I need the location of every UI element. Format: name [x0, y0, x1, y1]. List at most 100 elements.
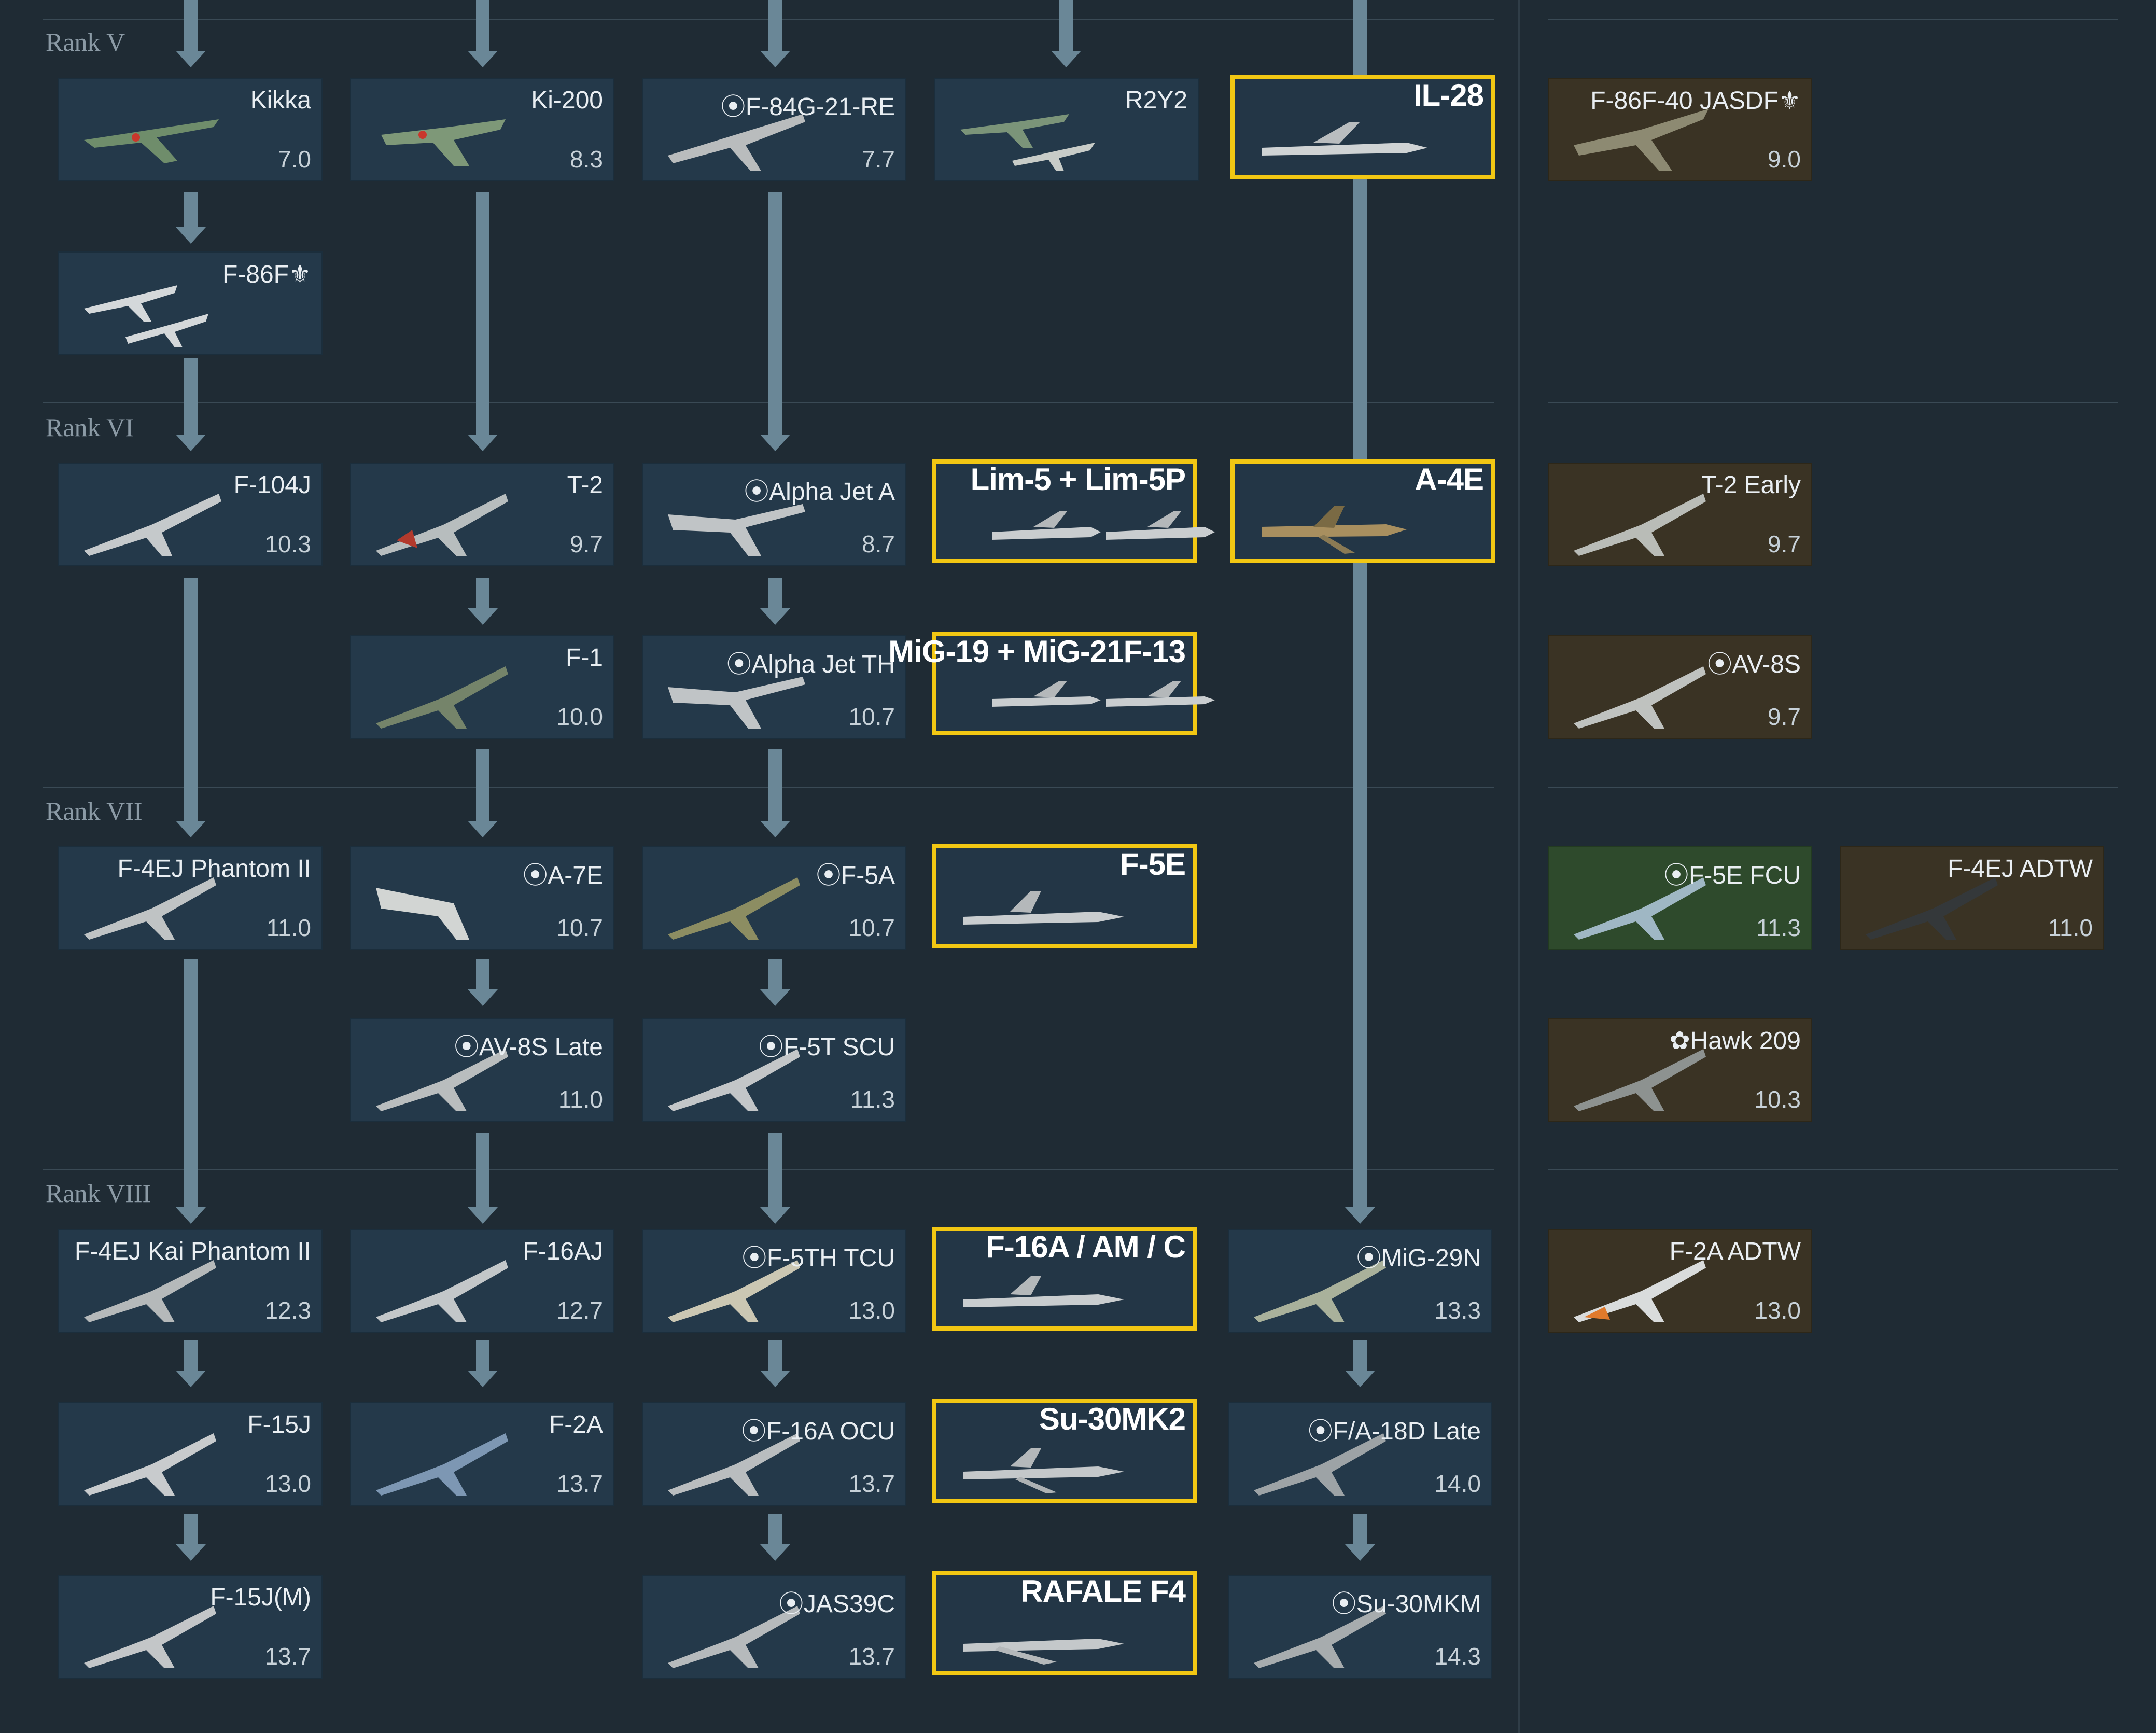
vehicle-card-rafale-f4[interactable]: RAFALE F4: [932, 1571, 1197, 1675]
aircraft-thumbnail-icon: [1254, 1606, 1386, 1668]
tree-arrow: [176, 358, 206, 451]
vehicle-name: F-2A ADTW: [1669, 1238, 1801, 1265]
aircraft-thumbnail-icon: [1254, 1433, 1386, 1496]
vehicle-card-kikka[interactable]: Kikka 7.0: [58, 78, 323, 181]
tree-arrow: [176, 0, 206, 67]
vehicle-card-f-4ej-adtw[interactable]: F-4EJ ADTW 11.0: [1840, 846, 2104, 950]
aircraft-thumbnail-icon: [1574, 1260, 1706, 1322]
vehicle-card-f-86f[interactable]: F-86F⚜: [58, 251, 323, 355]
vehicle-card-f-4ej-phantom-ii[interactable]: F-4EJ Phantom II 11.0: [58, 846, 323, 950]
vehicle-name: ⦿Alpha Jet TH: [726, 651, 895, 678]
vehicle-name: ⦿F-84G-21-RE: [720, 93, 895, 121]
vehicle-card-f-15j[interactable]: F-15J 13.0: [58, 1402, 323, 1506]
vehicle-card-alpha-jet-a[interactable]: ⦿Alpha Jet A 8.7: [642, 463, 906, 566]
battle-rating: 11.0: [2048, 914, 2093, 941]
battle-rating: 10.7: [848, 914, 895, 941]
vehicle-name: ⦿AV-8S Late: [454, 1033, 603, 1061]
tree-arrow: [468, 192, 498, 451]
vehicle-card-f-1[interactable]: F-1 10.0: [350, 635, 614, 739]
aircraft-thumbnail-icon: [963, 1448, 1124, 1493]
aircraft-thumbnail-icon: [960, 114, 1095, 171]
tree-arrow: [176, 959, 206, 1224]
battle-rating: 11.3: [1756, 914, 1801, 941]
battle-rating: 11.3: [850, 1086, 895, 1113]
tree-arrow: [176, 1340, 206, 1387]
vehicle-name: A-4E: [1415, 462, 1484, 497]
aircraft-thumbnail-icon: [668, 1433, 800, 1496]
vehicle-card-il-28[interactable]: IL-28: [1230, 75, 1495, 179]
vehicle-card-f-15j-m[interactable]: F-15J(M) 13.7: [58, 1575, 323, 1679]
battle-rating: 13.7: [264, 1643, 311, 1670]
battle-rating: 8.3: [570, 146, 603, 173]
vehicle-card-a-7e[interactable]: ⦿A-7E 10.7: [350, 846, 614, 950]
tree-arrow: [760, 1514, 790, 1561]
vehicle-name: ⦿F-5TH TCU: [741, 1245, 895, 1272]
tree-arrow: [760, 1133, 790, 1224]
vehicle-name: ⦿Su-30MKM: [1331, 1590, 1481, 1618]
aircraft-thumbnail-icon: [376, 494, 508, 556]
battle-rating: 13.7: [556, 1470, 603, 1497]
aircraft-thumbnail-icon: [1574, 494, 1706, 556]
vehicle-card-su-30mkm[interactable]: ⦿Su-30MKM 14.3: [1228, 1575, 1492, 1679]
vehicle-card-f-84g-21-re[interactable]: ⦿F-84G-21-RE 7.7: [642, 78, 906, 181]
vehicle-card-t-2[interactable]: T-2 9.7: [350, 463, 614, 566]
vehicle-name: T-2 Early: [1701, 471, 1801, 499]
vehicle-card-su-30mk2[interactable]: Su-30MK2: [932, 1399, 1197, 1503]
vehicle-name: R2Y2: [1125, 87, 1187, 114]
vehicle-card-f-5a[interactable]: ⦿F-5A 10.7: [642, 846, 906, 950]
tree-arrow: [468, 959, 498, 1006]
vehicle-card-f-4ej-kai-phantom-ii[interactable]: F-4EJ Kai Phantom II 12.3: [58, 1229, 323, 1333]
tree-arrow: [1345, 1514, 1375, 1561]
vehicle-card-jas39c[interactable]: ⦿JAS39C 13.7: [642, 1575, 906, 1679]
vehicle-card-f-104j[interactable]: F-104J 10.3: [58, 463, 323, 566]
vehicle-card-f-5e[interactable]: F-5E: [932, 844, 1197, 948]
vehicle-card-av-8s[interactable]: ⦿AV-8S 9.7: [1548, 635, 1812, 739]
battle-rating: 13.0: [264, 1470, 311, 1497]
vehicle-card-lim-5-lim-5p[interactable]: Lim-5 + Lim-5P: [932, 459, 1215, 563]
vehicle-card-f-5e-fcu[interactable]: ⦿F-5E FCU 11.3: [1548, 846, 1812, 950]
vehicle-card-f-86f-40-jasdf[interactable]: F-86F-40 JASDF⚜ 9.0: [1548, 78, 1812, 181]
vehicle-name: RAFALE F4: [1020, 1574, 1186, 1609]
battle-rating: 8.7: [862, 530, 895, 557]
vehicle-name: ⦿Alpha Jet A: [744, 478, 895, 506]
vehicle-card-f-5t-scu[interactable]: ⦿F-5T SCU 11.3: [642, 1018, 906, 1122]
vehicle-name: F-4EJ Phantom II: [117, 855, 311, 883]
vehicle-card-f-2a-adtw[interactable]: F-2A ADTW 13.0: [1548, 1229, 1812, 1333]
aircraft-thumbnail-icon: [84, 1606, 216, 1668]
vehicle-name: T-2: [567, 471, 603, 499]
vehicle-card-mig-19-mig-21f-13[interactable]: MiG-19 + MiG-21F-13: [888, 632, 1215, 735]
aircraft-thumbnail-icon: [376, 1260, 508, 1322]
vehicle-name: F-86F-40 JASDF⚜: [1590, 87, 1801, 115]
vehicle-card-a-4e[interactable]: A-4E: [1230, 459, 1495, 563]
vehicle-card-f-16a-ocu[interactable]: ⦿F-16A OCU 13.7: [642, 1402, 906, 1506]
vehicle-name: ⦿F-16A OCU: [741, 1418, 895, 1445]
vehicle-name: F-4EJ ADTW: [1947, 855, 2093, 883]
vehicle-name: Ki-200: [531, 87, 603, 114]
tree-arrow: [468, 1340, 498, 1387]
vehicle-card-mig-29n[interactable]: ⦿MiG-29N 13.3: [1228, 1229, 1492, 1333]
rank-label: Rank VI: [46, 413, 134, 442]
aircraft-thumbnail-icon: [992, 681, 1101, 707]
battle-rating: 10.7: [848, 703, 895, 730]
battle-rating: 7.0: [278, 146, 311, 173]
vehicle-card-f-16aj[interactable]: F-16AJ 12.7: [350, 1229, 614, 1333]
tree-arrow: [176, 1514, 206, 1561]
vehicle-card-t-2-early[interactable]: T-2 Early 9.7: [1548, 463, 1812, 566]
vehicle-card-alpha-jet-th[interactable]: ⦿Alpha Jet TH 10.7: [642, 635, 906, 739]
battle-rating: 9.0: [1768, 146, 1801, 173]
tree-arrow: [760, 578, 790, 625]
vehicle-card-ki-200[interactable]: Ki-200 8.3: [350, 78, 614, 181]
aircraft-thumbnail-icon: [1574, 1049, 1706, 1111]
vehicle-card-r2y2[interactable]: R2Y2: [934, 78, 1199, 181]
battle-rating: 13.7: [848, 1470, 895, 1497]
vehicle-name: Lim-5 + Lim-5P: [970, 462, 1186, 497]
aircraft-thumbnail-icon: [963, 1276, 1124, 1307]
battle-rating: 13.7: [848, 1643, 895, 1670]
vehicle-card-f-5th-tcu[interactable]: ⦿F-5TH TCU 13.0: [642, 1229, 906, 1333]
vehicle-card-hawk-209[interactable]: ✿Hawk 209 10.3: [1548, 1018, 1812, 1122]
vehicle-card-f-2a[interactable]: F-2A 13.7: [350, 1402, 614, 1506]
vehicle-card-av-8s-late[interactable]: ⦿AV-8S Late 11.0: [350, 1018, 614, 1122]
vehicle-card-fa-18d-late[interactable]: ⦿F/A-18D Late 14.0: [1228, 1402, 1492, 1506]
vehicle-card-f-16a-am-c[interactable]: F-16A / AM / C: [932, 1227, 1197, 1331]
battle-rating: 11.0: [558, 1086, 603, 1113]
